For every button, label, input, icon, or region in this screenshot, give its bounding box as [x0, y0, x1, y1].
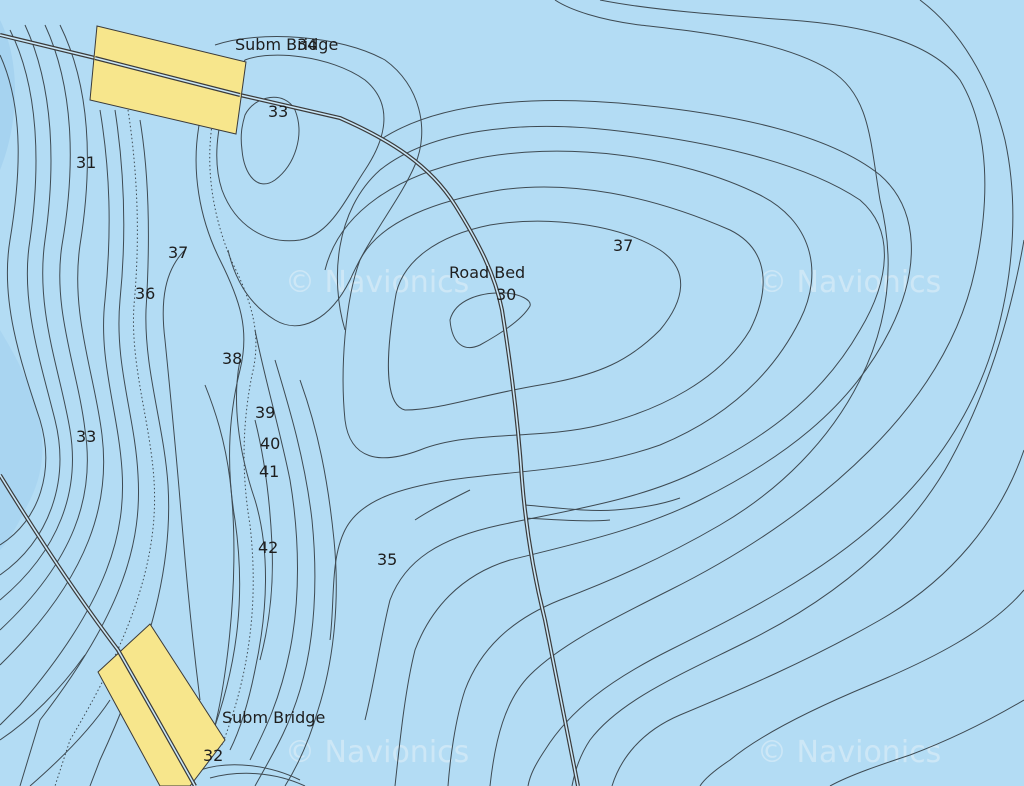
contour-line	[387, 220, 682, 411]
contour-line	[0, 24, 105, 666]
contour-line	[254, 359, 316, 786]
submerged-bridge-bottom[interactable]	[97, 623, 226, 786]
contour-line	[204, 384, 235, 761]
contour-line	[414, 489, 471, 521]
depth-label: 30	[496, 285, 516, 304]
contour-line	[29, 699, 111, 786]
subm-bridge-label: Subm Bridge	[235, 35, 338, 54]
road-bed-line	[0, 474, 196, 786]
contour-line	[324, 150, 813, 641]
contour-line	[829, 699, 1024, 786]
contour-line	[0, 654, 86, 741]
depth-labels: 33 31 37 36 38 39 40 41 42 33 35 37 30 3…	[76, 102, 633, 765]
subm-bridge-overlap-depth: 34	[297, 35, 317, 54]
road-bed-line	[117, 649, 196, 786]
depth-label: 39	[255, 403, 275, 422]
contour-line	[0, 24, 88, 631]
contour-line	[0, 109, 123, 726]
contour-line	[199, 764, 301, 781]
depth-label: 38	[222, 349, 242, 368]
contour-line	[229, 359, 266, 751]
depth-label: 32	[203, 746, 223, 765]
contour-line	[209, 124, 257, 746]
contour-line	[284, 379, 337, 786]
contour-line	[699, 589, 1024, 786]
depth-label: 41	[259, 462, 279, 481]
navionics-watermark: © Navionics	[757, 265, 941, 300]
bridge-group	[89, 25, 247, 786]
road-bed-line	[94, 57, 241, 96]
contour-line	[209, 772, 306, 786]
depth-label: 33	[76, 427, 96, 446]
contour-line	[342, 186, 764, 459]
contour-line	[336, 125, 885, 721]
depth-label: 40	[260, 434, 280, 453]
contour-line	[524, 497, 681, 512]
contour-line	[0, 24, 73, 601]
contour-line	[447, 0, 889, 786]
feature-labels: Subm Bridge 34 Subm Bridge Road Bed	[222, 35, 525, 727]
contour-line	[571, 239, 1024, 786]
contour-line	[379, 100, 912, 786]
contour-line	[240, 96, 300, 185]
depth-label: 37	[168, 243, 188, 262]
submerged-bridge-top[interactable]	[89, 25, 247, 135]
contour-line	[214, 36, 423, 327]
depth-label: 31	[76, 153, 96, 172]
navionics-watermark: © Navionics	[285, 735, 469, 770]
contour-line	[249, 329, 298, 761]
contour-line	[611, 449, 1024, 786]
contour-line	[216, 54, 385, 242]
depth-label: 36	[135, 284, 155, 303]
contour-line	[489, 0, 986, 786]
deep-water-area	[0, 20, 15, 170]
depth-label: 42	[258, 538, 278, 557]
road-bed-lines	[0, 33, 580, 786]
contour-line	[527, 0, 1014, 786]
contour-line	[449, 292, 531, 349]
contour-line	[0, 54, 47, 546]
contour-line	[19, 109, 139, 786]
road-bed-label: Road Bed	[449, 263, 525, 282]
depth-label: 37	[613, 236, 633, 255]
contour-line	[254, 419, 273, 661]
watermark-group: © Navionics © Navionics © Navionics © Na…	[285, 265, 941, 770]
contour-line	[524, 517, 611, 522]
depth-label: 33	[268, 102, 288, 121]
depth-label: 35	[377, 550, 397, 569]
road-bed-line	[0, 34, 579, 786]
subm-bridge-label: Subm Bridge	[222, 708, 325, 727]
navionics-watermark: © Navionics	[285, 265, 469, 300]
contour-line	[0, 29, 61, 576]
contour-line	[162, 249, 201, 701]
navionics-watermark: © Navionics	[757, 735, 941, 770]
